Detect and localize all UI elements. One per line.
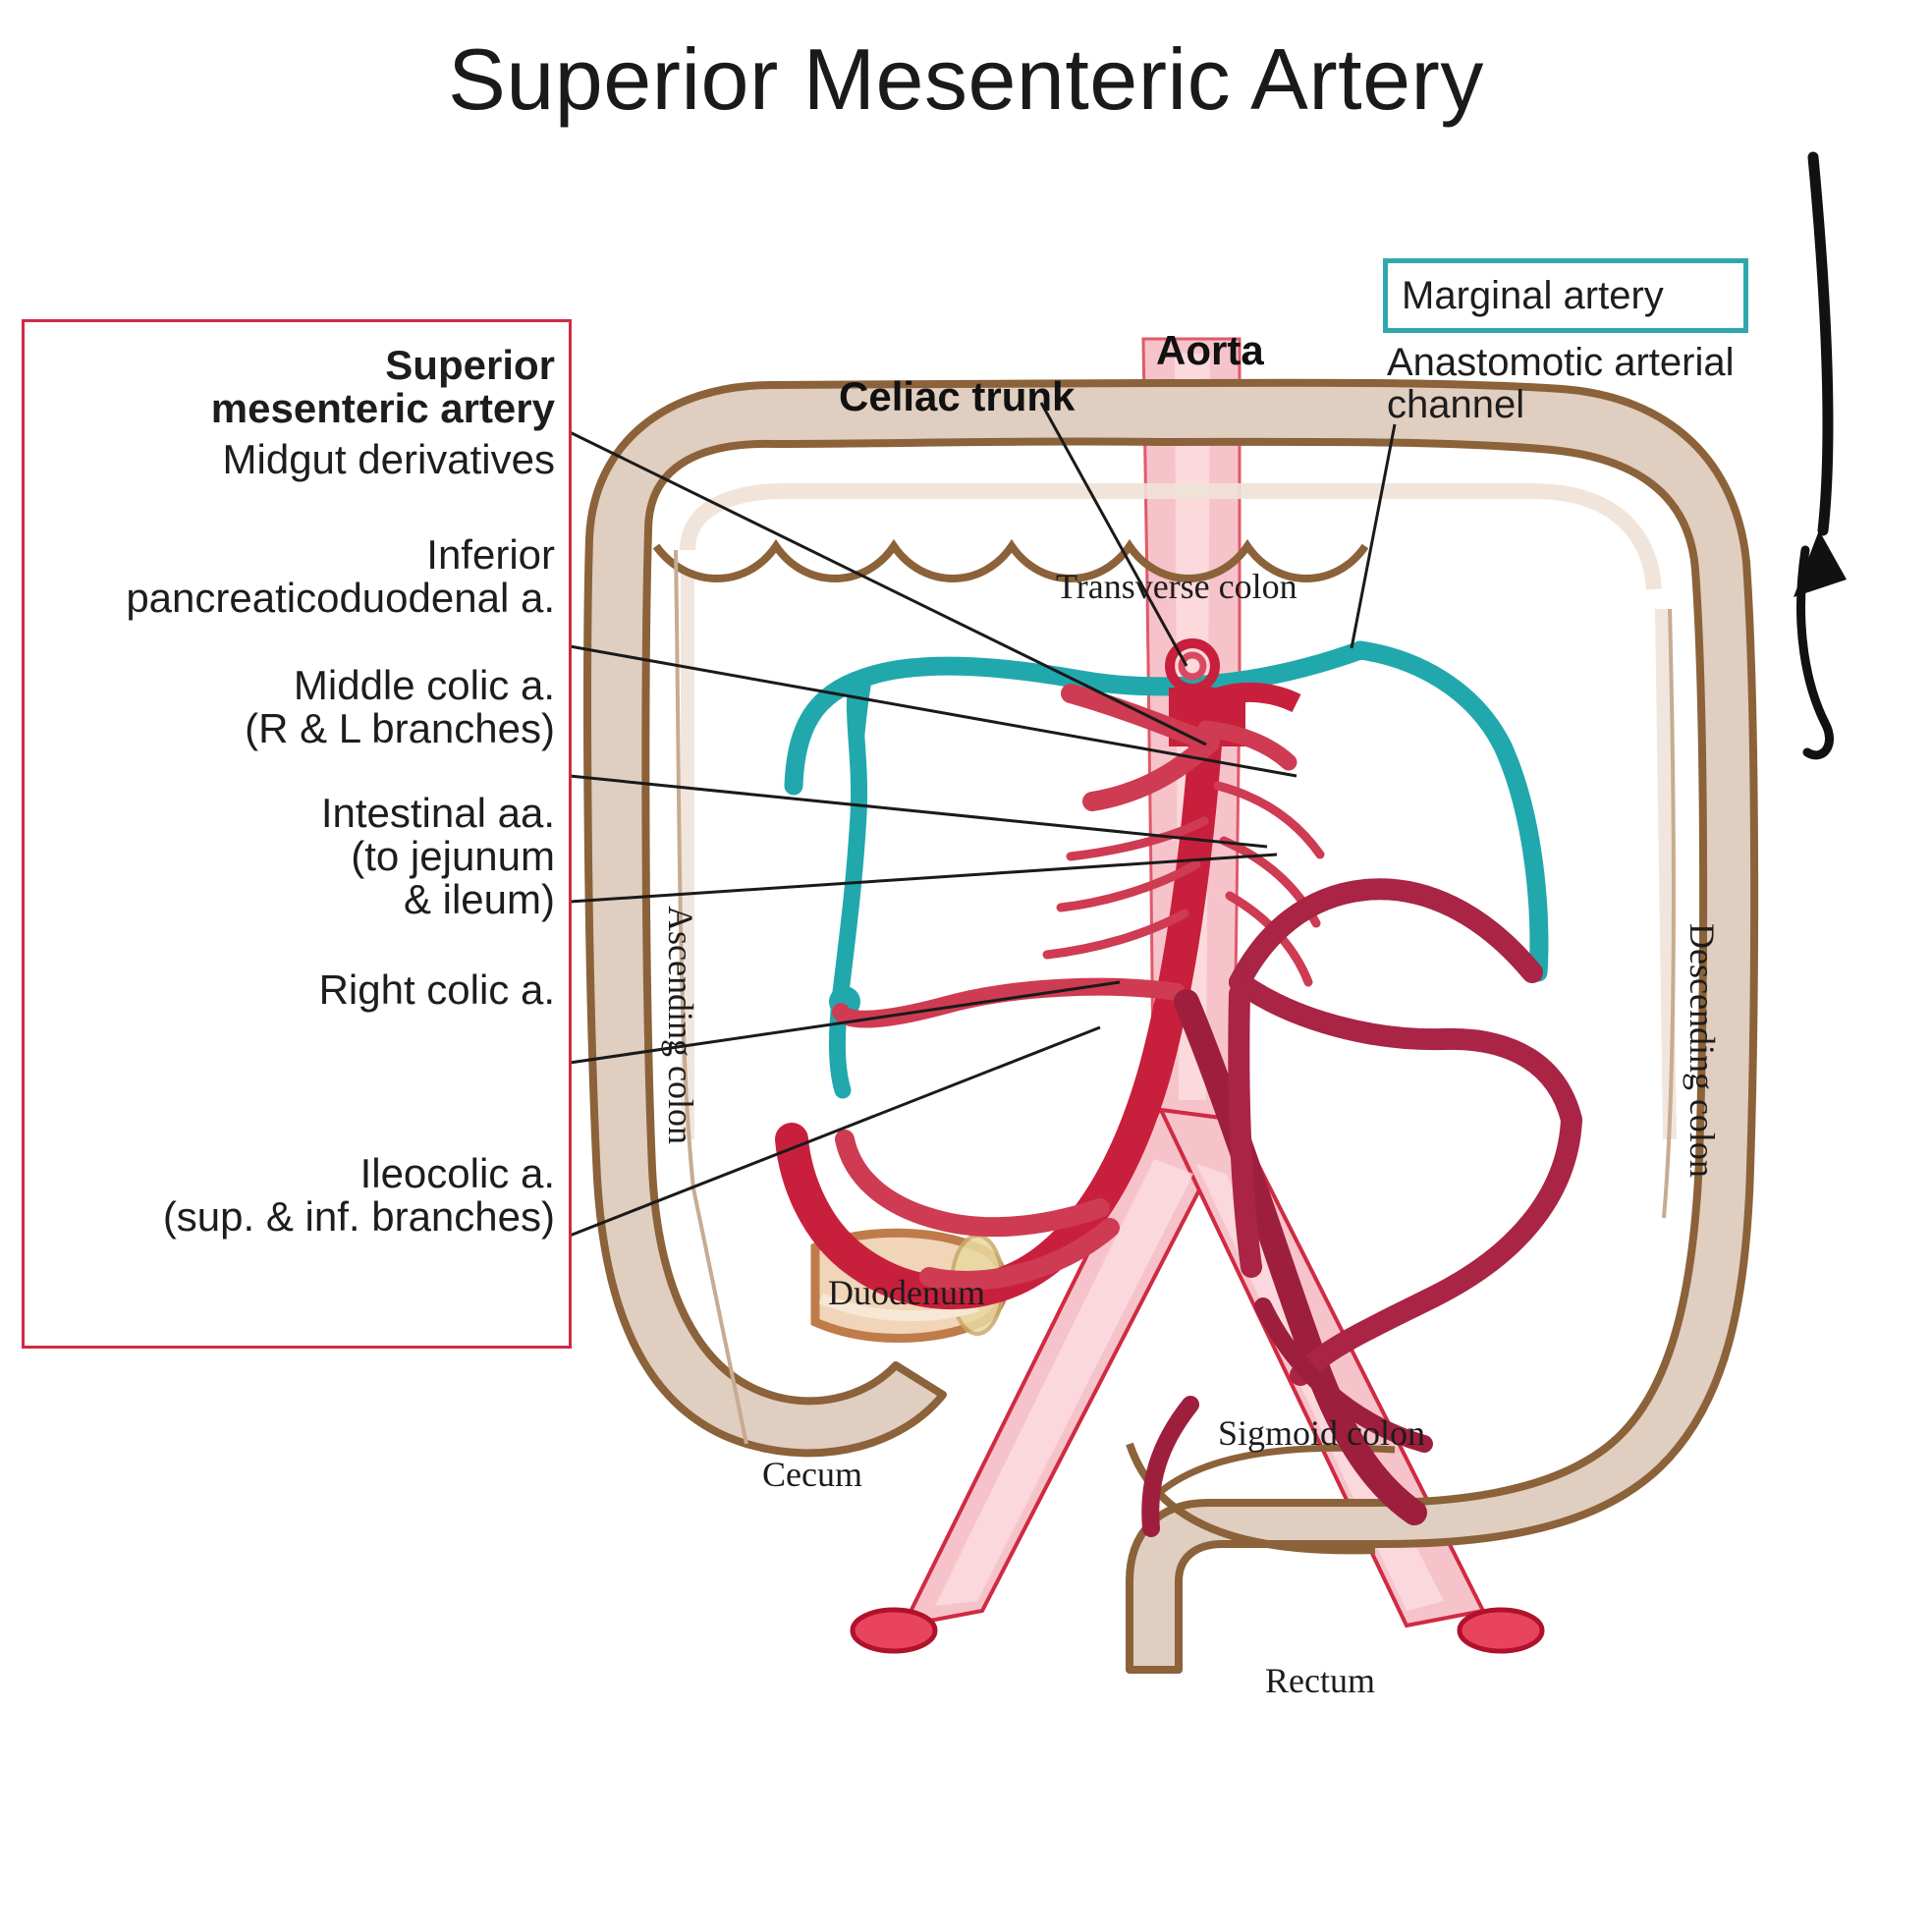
ascending-colon-label: Ascending colon bbox=[661, 906, 700, 1144]
marginal-artery-vessel bbox=[784, 640, 1549, 982]
duodenum-label: Duodenum bbox=[828, 1273, 985, 1312]
right-colic-artery-vessel bbox=[832, 977, 1186, 1028]
legend-item-superior-mesenteric-artery: Superior mesenteric artery bbox=[210, 342, 555, 432]
legend-item-middle-colic-artery: Middle colic a. (R & L branches) bbox=[245, 662, 555, 752]
marginal-artery-callout-box: Marginal artery bbox=[1383, 258, 1748, 333]
marginal-artery-label: Marginal artery bbox=[1402, 273, 1664, 317]
legend-item-midgut-derivatives: Midgut derivatives bbox=[222, 436, 555, 482]
marginal-artery-left-limb bbox=[828, 669, 873, 1099]
legend-item-ileocolic-artery: Ileocolic a. (sup. & inf. branches) bbox=[162, 1150, 555, 1241]
left-colic-artery-vessel bbox=[1228, 878, 1582, 1386]
ileocolic-artery-vessel bbox=[835, 1130, 1120, 1291]
sigmoid-colon-label: Sigmoid colon bbox=[1218, 1413, 1426, 1453]
inferior-pancreaticoduodenal-artery-vessel bbox=[1197, 720, 1297, 771]
descending-colon-label: Descending colon bbox=[1683, 923, 1722, 1178]
rectum-label: Rectum bbox=[1265, 1661, 1375, 1700]
legend-item-right-colic-artery: Right colic a. bbox=[318, 966, 555, 1013]
cecum-label: Cecum bbox=[762, 1455, 862, 1494]
legend-panel: Superior mesenteric artery Midgut deriva… bbox=[22, 319, 572, 1349]
aorta-vessel bbox=[850, 337, 1545, 1654]
intestinal-arteries-vessels bbox=[1042, 781, 1325, 987]
middle-colic-artery-vessel bbox=[1061, 684, 1220, 811]
curved-up-arrow-icon bbox=[1794, 151, 1847, 760]
superior-mesenteric-artery-vessel bbox=[775, 638, 1301, 1310]
anastomotic-arterial-channel-label: Anastomotic arterial channel bbox=[1387, 341, 1735, 427]
aorta-label: Aorta bbox=[1156, 327, 1264, 373]
marginal-artery-taper bbox=[829, 677, 872, 1018]
legend-item-intestinal-arteries: Intestinal aa. (to jejunum & ileum) bbox=[320, 790, 555, 923]
transverse-colon-label: Transverse colon bbox=[1056, 567, 1297, 606]
page-title: Superior Mesenteric Artery bbox=[448, 30, 1484, 128]
legend-item-inferior-pancreaticoduodenal-artery: Inferior pancreaticoduodenal a. bbox=[126, 531, 555, 622]
celiac-trunk-label: Celiac trunk bbox=[839, 373, 1076, 419]
